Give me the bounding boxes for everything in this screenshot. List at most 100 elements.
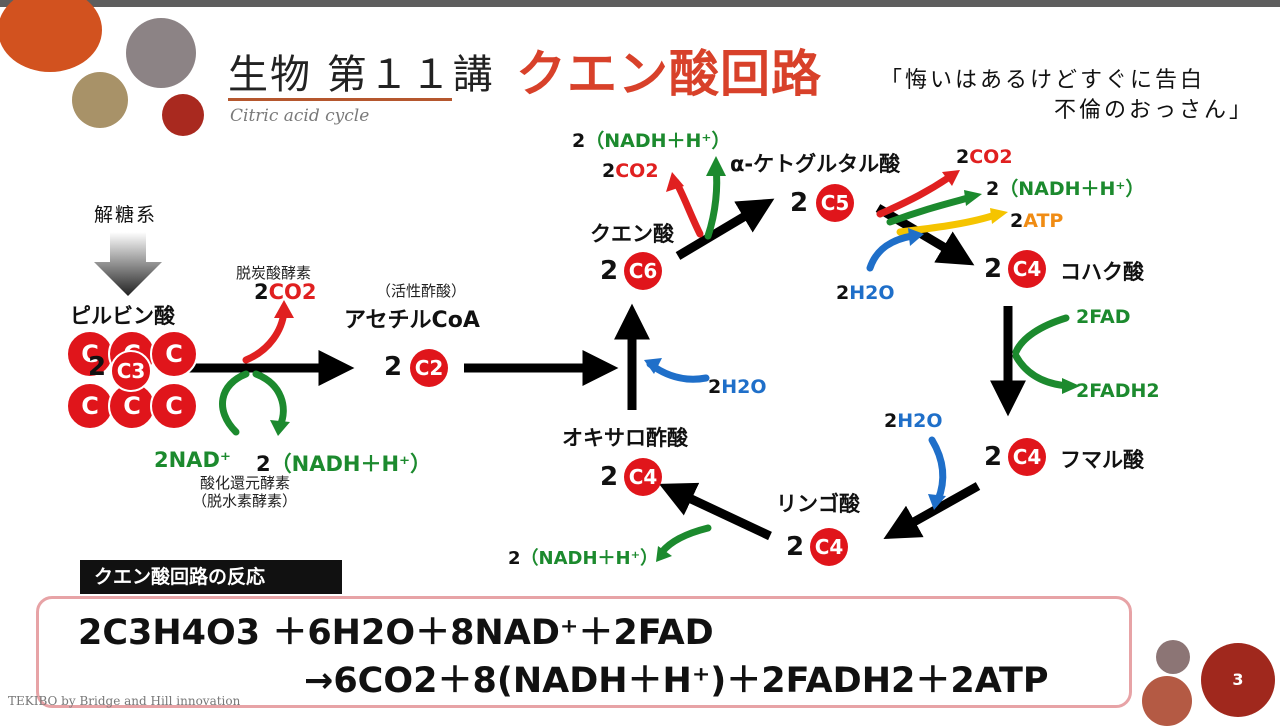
page-subtitle: Citric acid cycle bbox=[230, 106, 370, 126]
deco-circle-tan bbox=[72, 72, 128, 128]
pyruvate-label: ピルビン酸 bbox=[70, 304, 175, 328]
fumarate-coefficient: 2 bbox=[984, 442, 1003, 472]
nadh-label-1: 2（NADH＋H⁺） bbox=[256, 448, 431, 478]
carbon-ball: C bbox=[66, 330, 114, 378]
title-underline bbox=[228, 98, 452, 101]
malate-label: リンゴ酸 bbox=[776, 492, 860, 516]
reaction-equation-line-2: →6CO2＋8(NADH＋H⁺)＋2FADH2＋2ATP bbox=[304, 661, 1049, 701]
fumarate-to-malate-arrow bbox=[883, 482, 981, 540]
h2o-text: H2O bbox=[849, 282, 895, 304]
h2o-label-3: 2H2O bbox=[884, 410, 943, 432]
page-number: 3 bbox=[1201, 643, 1275, 717]
h2o-coefficient: 2 bbox=[708, 376, 722, 398]
acetyl-coefficient: 2 bbox=[384, 352, 403, 382]
co2-text: CO2 bbox=[615, 160, 659, 182]
co2-coefficient: 2 bbox=[956, 146, 970, 168]
nadh-label-2: 2（NADH＋H⁺） bbox=[572, 126, 730, 153]
deco-circle-bottom-2 bbox=[1142, 676, 1192, 726]
reaction-box bbox=[36, 596, 1132, 708]
glycolysis-label: 解糖系 bbox=[94, 204, 158, 226]
c4-badge-succinate: C4 bbox=[1008, 250, 1046, 288]
atp-coefficient: 2 bbox=[1010, 210, 1024, 232]
malate-to-oxaloacetate-arrow bbox=[658, 482, 772, 541]
citrate-coefficient: 2 bbox=[600, 256, 619, 286]
h2o-coefficient: 2 bbox=[836, 282, 850, 304]
nadh-out-arrow-1 bbox=[252, 370, 287, 430]
co2-text: CO2 bbox=[268, 280, 317, 304]
nadh-coefficient: 2 bbox=[572, 130, 586, 152]
top-bar bbox=[0, 0, 1280, 7]
c2-badge: C2 bbox=[410, 349, 448, 387]
h2o-label-2: 2H2O bbox=[836, 282, 895, 304]
acetyl-coa-label: アセチルCoA bbox=[344, 308, 480, 333]
nadh-label-4: 2（NADH＋H⁺） bbox=[508, 544, 658, 570]
atp-out-arrow bbox=[896, 212, 996, 236]
nadh-coefficient: 2 bbox=[256, 452, 271, 476]
h2o-coefficient: 2 bbox=[884, 410, 898, 432]
co2-label-3: 2CO2 bbox=[956, 146, 1013, 168]
c4-badge-fumarate: C4 bbox=[1008, 438, 1046, 476]
h2o-label-1: 2H2O bbox=[708, 376, 767, 398]
co2-coefficient: 2 bbox=[602, 160, 616, 182]
succinate-label: コハク酸 bbox=[1060, 260, 1144, 284]
page-title-topic: クエン酸回路 bbox=[516, 45, 822, 103]
co2-text: CO2 bbox=[969, 146, 1013, 168]
co2-release-arrow-1 bbox=[242, 308, 288, 364]
nadh-out-arrow-2 bbox=[704, 164, 721, 240]
fadh2-label: 2FADH2 bbox=[1076, 380, 1160, 402]
co2-release-arrow-3 bbox=[876, 174, 952, 218]
fadh2-out-arrow bbox=[1012, 352, 1072, 390]
citrate-to-akg-arrow bbox=[675, 198, 775, 260]
carbon-ball: C bbox=[150, 330, 198, 378]
nadh-out-arrow-3 bbox=[886, 194, 972, 226]
active-acetate-label: （活性酢酸） bbox=[376, 282, 467, 300]
reaction-equation-line-1: 2C3H4O3 ＋6H2O＋8NAD⁺＋2FAD bbox=[78, 613, 714, 653]
h2o-in-arrow-3 bbox=[928, 436, 947, 504]
mnemonic-line-2: 不倫のおっさん」 bbox=[1054, 98, 1255, 123]
pyruvate-coefficient: 2 bbox=[88, 352, 107, 382]
nadh-text: （NADH＋H⁺） bbox=[585, 130, 731, 152]
c4-badge-oxaloacetate: C4 bbox=[624, 458, 662, 496]
succinate-coefficient: 2 bbox=[984, 254, 1003, 284]
arrowheads bbox=[270, 156, 1080, 562]
nadh-text: （NADH＋H⁺） bbox=[270, 452, 432, 476]
atp-text: ATP bbox=[1023, 210, 1064, 232]
oxaloacetate-coefficient: 2 bbox=[600, 462, 619, 492]
deco-circle-orange bbox=[0, 0, 102, 72]
nadh-text: （NADH＋H⁺） bbox=[520, 548, 659, 569]
reaction-tag: クエン酸回路の反応 bbox=[80, 560, 342, 594]
malate-coefficient: 2 bbox=[786, 532, 805, 562]
nad-plus-label: 2NAD⁺ bbox=[154, 448, 231, 472]
atp-label: 2ATP bbox=[1010, 210, 1063, 232]
dehydrogenase-label: （脱水素酵素） bbox=[192, 492, 298, 510]
nadh-out-arrow-4 bbox=[658, 524, 712, 556]
oxidoreductase-label: 酸化還元酵素 bbox=[200, 474, 291, 492]
c5-badge: C5 bbox=[816, 184, 854, 222]
h2o-in-arrow-2 bbox=[866, 232, 916, 272]
h2o-in-arrow-1 bbox=[646, 360, 710, 383]
deco-circle-red bbox=[162, 94, 204, 136]
h2o-text: H2O bbox=[897, 410, 943, 432]
nadh-text: （NADH＋H⁺） bbox=[999, 178, 1145, 200]
oxaloacetate-label: オキサロ酢酸 bbox=[562, 426, 688, 450]
co2-coefficient: 2 bbox=[254, 280, 269, 304]
footer-credit: TEKIBO by Bridge and Hill innovation bbox=[8, 694, 241, 708]
c4-badge-malate: C4 bbox=[810, 528, 848, 566]
nad-in-arrow bbox=[219, 370, 250, 436]
fad-label: 2FAD bbox=[1076, 306, 1131, 328]
co2-label-2: 2CO2 bbox=[602, 160, 659, 182]
page-title-prefix: 生物 第１１講 bbox=[228, 52, 495, 98]
carbon-ball: C bbox=[66, 382, 114, 430]
citrate-label: クエン酸 bbox=[590, 222, 674, 246]
fumarate-label: フマル酸 bbox=[1060, 448, 1144, 472]
deco-circle-gray bbox=[126, 18, 196, 88]
c3-badge: C3 bbox=[110, 350, 152, 392]
glycolysis-down-arrow bbox=[94, 232, 162, 296]
c6-badge: C6 bbox=[624, 252, 662, 290]
co2-release-arrow-2 bbox=[672, 178, 704, 238]
nadh-coefficient: 2 bbox=[986, 178, 1000, 200]
akg-coefficient: 2 bbox=[790, 188, 809, 218]
h2o-text: H2O bbox=[721, 376, 767, 398]
alpha-ketoglutarate-label: α-ケトグルタル酸 bbox=[730, 152, 901, 176]
